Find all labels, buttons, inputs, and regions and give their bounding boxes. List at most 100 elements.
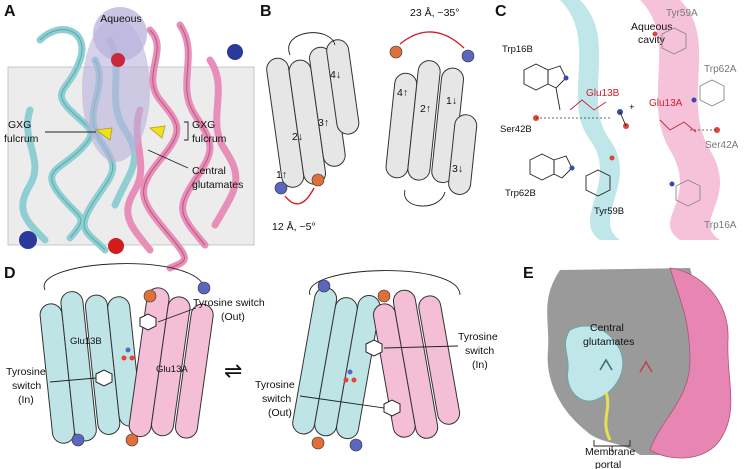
d-left-assembly [39,263,214,447]
panel-a: A Aqueous [4,3,255,272]
d-right-switch-in-leader [383,345,459,349]
e-glu-left [599,358,613,371]
cavity-red-sphere [111,53,125,67]
c-trp62a-label: Trp62A [704,64,737,75]
a-central-glu-leader [147,149,189,169]
b-bottom-distance: 12 Å, ~5° [272,220,316,233]
e-portal-lipid [604,391,612,441]
panel-c-letter: C [495,3,507,20]
b-left-tm1: 1↑ [276,169,287,181]
b-right-tm2: 2↑ [420,103,431,115]
e-cyan-surface [565,325,624,402]
b-left-helix-4 [326,39,360,135]
c-aqueous-label-1: Aqueous [631,21,672,33]
c-tyr59a-label: Tyr59A [666,8,698,19]
panel-d: D Tyrosine switch [4,263,498,452]
c-trp62b-structure [529,153,575,181]
b-left-loop-top [288,32,336,56]
d-glu13a-label: Glu13A [156,364,188,375]
d-switch-in-label-3: (In) [18,394,34,406]
e-glu-right [639,360,653,373]
a-central-glu-label-1: Central [192,165,226,177]
panel-a-letter: A [4,3,16,20]
c-cyan-surface [560,0,620,240]
c-glu13b-label: Glu13B [586,88,620,99]
c-tyr59b-structure [585,155,615,197]
a-red-sphere-bottom [108,238,124,254]
c-trp16a-structure [669,179,701,207]
a-blue-sphere-bottom [19,231,37,249]
d-glu13b-label: Glu13B [70,336,102,347]
e-grey-cross-section [547,268,702,455]
e-central-glu-label-2: glutamates [583,336,634,348]
d-switch-out-leader [157,307,197,323]
e-grey-bump [550,292,566,308]
b-top-arc [399,31,465,49]
b-left-tm3: 3↑ [318,117,329,129]
e-portal-label-2: portal [595,459,621,469]
c-trp62a-structure [691,79,725,107]
c-ser42a-label: Ser42A [705,140,739,151]
b-right-tm4: 4↑ [397,87,408,99]
c-pink-surface [640,0,720,240]
svg-text:+: + [629,102,635,113]
b-right-helix-3 [448,114,478,195]
gxg-fulcrum-right-marker [149,125,166,139]
d-right-switch-out-leader [299,395,385,409]
a-gxg-right-label-2: fulcrum [192,133,227,145]
b-blue-sphere-right [461,49,475,63]
d-switch-out-label-1: Tyrosine switch [193,297,265,309]
d-right-switch-in-label-2: switch [465,345,494,357]
panel-e-letter: E [523,265,534,282]
d-right-switch-out-label-2: switch [262,393,291,405]
d-right-assembly [292,270,461,452]
a-gxg-left-label-2: fulcrum [4,133,39,145]
d-switch-in-label-2: switch [12,380,41,392]
c-trp16b-label: Trp16B [502,44,533,55]
b-right-loop-bottom [404,189,446,207]
c-aqueous-label-2: cavity [638,34,666,46]
e-portal-label-1: Membrane [585,446,635,458]
b-right-tm3: 3↓ [452,163,463,175]
b-right-tm1: 1↓ [446,95,457,107]
a-aqueous-cavity-label: Aqueous [100,13,141,25]
aqueous-cavity-top [93,7,147,61]
c-ser42a-atom [714,127,720,133]
b-top-distance: 23 Å, ~35° [410,6,459,19]
c-ser42b-label: Ser42B [500,124,532,135]
c-tyr59a-structure [652,27,687,55]
panel-e: E Central glutamates Membrane portal [523,265,732,469]
b-left-tm4: 4↓ [330,69,341,81]
a-gxg-left-label-1: GXG [8,119,31,131]
pink-protomer-outline [143,24,211,269]
b-orange-sphere-right [389,45,403,59]
b-bottom-arc [284,187,315,205]
b-orange-sphere-left [311,173,325,187]
d-right-switch-in-label-1: Tyrosine [458,331,498,343]
c-glu13b-structure [569,99,607,111]
c-trp62b-label: Trp62B [505,188,536,199]
c-central-ion: + [617,102,635,129]
b-right-bundle [385,60,478,195]
panel-b-letter: B [260,3,272,20]
panel-c: C Aqueous cavity Trp16B Glu13B + Glu [495,0,739,240]
panel-d-letter: D [4,265,16,282]
c-trp16b-structure [523,63,569,111]
d-switch-in-label-1: Tyrosine [6,366,46,378]
a-gxg-right-bracket [184,121,189,141]
b-blue-sphere-left [274,181,288,195]
a-gxg-right-label-1: GXG [192,119,215,131]
gxg-fulcrum-left-marker [94,127,113,141]
panel-b: B 4↓ 3↑ 2↓ 1↑ 12 Å, ~5° 4↑ 2↑ 1↓ 3↓ 23 [260,3,478,233]
e-central-glu-label-1: Central [590,322,624,334]
b-right-helix-2 [407,60,441,181]
a-blue-sphere-top [227,44,243,60]
d-equilibrium-arrow: ⇌ [224,359,242,384]
c-glu13a-label: Glu13A [649,98,683,109]
d-right-switch-out-label-3: (Out) [268,407,292,419]
d-switch-in-leader [49,377,97,383]
d-right-switch-in-label-3: (In) [472,359,488,371]
b-left-tm2: 2↓ [292,131,303,143]
e-pink-surface [649,267,732,459]
